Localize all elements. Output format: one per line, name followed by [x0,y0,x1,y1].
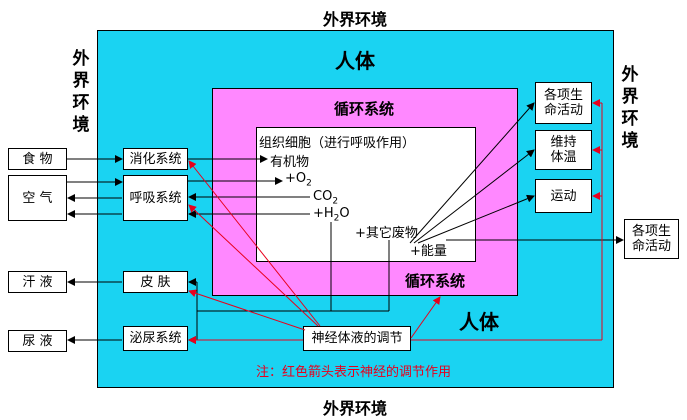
outside-label-top: 外界环境 [323,10,388,29]
regulation-to-respiratory-arrow [188,204,319,327]
neuro-humoral-regulation-box: 神经体液的调节 [303,326,411,351]
energy-to-movement-arrow [417,194,535,244]
regulation-to-skin-arrow [188,289,306,331]
sweat-box: 汗 液 [8,271,67,293]
energy-to-temperature-arrow [413,149,535,244]
tissue-cell-region [256,127,476,262]
life-activities-box: 各项生命活动 [535,82,592,124]
body-title-top: 人体 [335,49,375,73]
organic-matter-label: 有机物 [270,155,310,170]
energy-to-life-activities-arrow [409,102,535,244]
regulation-to-circulation-arrow [410,296,441,339]
legend-note: 注：红色箭头表示神经的调节作用 [256,365,452,380]
skin-box: 皮 肤 [123,271,188,293]
cell-title: 组织细胞（进行呼吸作用） [259,136,416,151]
air-box: 空 气 [8,175,67,221]
circulation-title-top: 循环系统 [334,100,395,118]
digestive-system-box: 消化系统 [123,148,188,170]
food-box: 食 物 [8,148,67,170]
outside-label-bottom: 外界环境 [323,399,388,418]
regulation-to-digestive-arrow [188,160,321,327]
energy-label: +能量 [410,244,447,259]
outside-label-right: 外界环境 [621,65,639,151]
urinary-system-box: 泌尿系统 [123,326,188,351]
co2-label: CO2 [313,189,339,207]
maintain-temperature-box: 维持体温 [535,130,592,170]
body-title-bottom: 人体 [459,310,499,334]
outside-label-left: 外界环境 [72,49,90,135]
other-waste-label: +其它废物 [355,226,418,241]
water-label: +H2O [313,206,350,224]
life-activities-outside-box: 各项生命活动 [624,219,679,259]
movement-box: 运动 [535,179,592,213]
respiratory-system-box: 呼吸系统 [123,175,188,221]
oxygen-label: +O2 [285,171,312,189]
circulation-title-bottom: 循环系统 [405,272,466,290]
urine-box: 尿 液 [8,330,67,352]
